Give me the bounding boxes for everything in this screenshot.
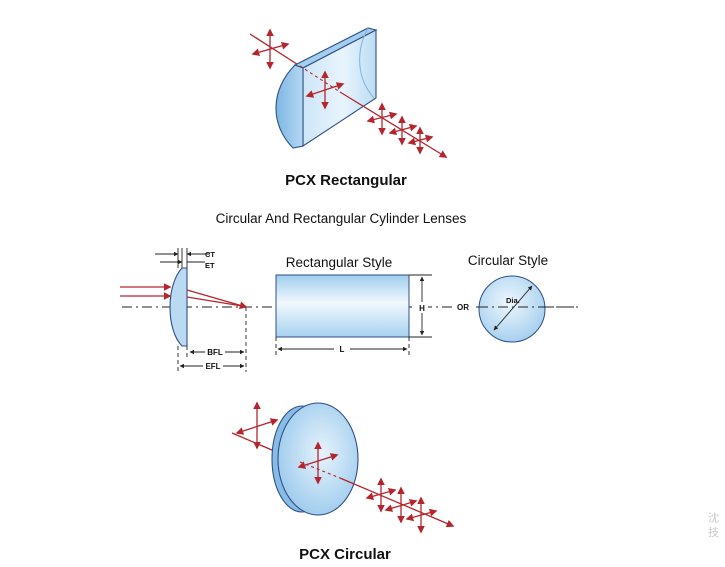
watermark-fragment: 沈 技 <box>707 511 720 538</box>
inner-ray-top <box>299 65 341 93</box>
polarization-crosses-out-bottom <box>365 477 438 534</box>
rect-lens-curved-face <box>275 64 304 149</box>
ray-refracted <box>186 289 248 310</box>
length-label: L <box>340 345 345 354</box>
ct-label: CT <box>205 250 215 259</box>
diameter-dimension <box>493 285 533 331</box>
efl-label: EFL <box>205 362 220 371</box>
diameter-label: Dia. <box>506 296 520 305</box>
pcx-circular-figure <box>231 401 455 534</box>
height-label: H <box>419 304 425 313</box>
diagram-subtitle: Circular And Rectangular Cylinder Lenses <box>216 211 467 226</box>
outgoing-ray-top <box>339 91 448 158</box>
bottom-caption: PCX Circular <box>299 546 391 563</box>
polarization-cross-in-bottom <box>235 401 279 450</box>
pcx-rectangular-figure <box>249 27 448 158</box>
et-label: ET <box>205 261 215 270</box>
rectangular-style-bar <box>275 274 410 338</box>
circular-style-title: Circular Style <box>468 253 548 268</box>
schematic-figure: CT ET BFL EFL L H Rectangular Style <box>120 248 578 372</box>
or-label: OR <box>457 303 469 312</box>
polarization-cross-in-top <box>251 28 290 70</box>
polarization-crosses-out-top <box>366 102 434 155</box>
polarization-cross-mid-top <box>305 70 345 110</box>
outgoing-ray-bottom <box>339 477 455 528</box>
rectangular-style-title: Rectangular Style <box>286 255 393 270</box>
rect-lens-back-curve <box>359 27 375 99</box>
pcx-lens-side-view <box>169 267 188 347</box>
ct-et-dimension <box>155 248 210 268</box>
incoming-ray-top <box>249 33 301 67</box>
bfl-label: BFL <box>207 348 223 357</box>
top-caption: PCX Rectangular <box>285 172 407 189</box>
polarization-cross-mid-bottom <box>297 441 339 485</box>
